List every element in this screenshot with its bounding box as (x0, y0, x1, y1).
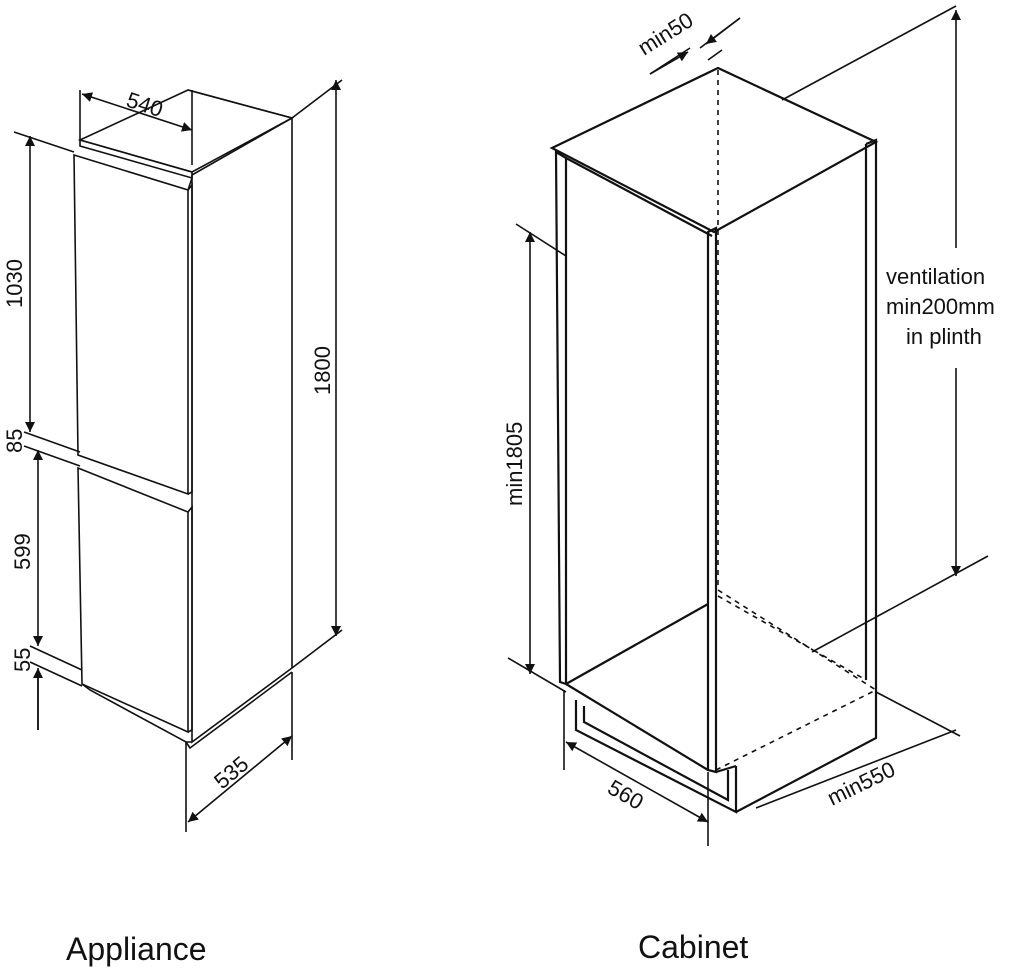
cabinet-right-panel (865, 138, 878, 690)
appliance-drawing: 540 1800 1030 85 599 55 535 Appliance (2, 79, 343, 967)
appliance-plinth-label: 55 (10, 648, 35, 672)
appliance-top-face (77, 89, 295, 173)
cabinet-depth-label: min550 (823, 756, 899, 810)
cabinet-height-label: min1805 (502, 422, 527, 506)
cabinet-caption: Cabinet (638, 929, 748, 965)
appliance-upper-door-label: 1030 (2, 259, 27, 308)
cabinet-width-label: 560 (604, 775, 648, 815)
cabinet-left-panel (554, 150, 568, 686)
appliance-depth-label: 535 (209, 751, 253, 794)
cabinet-drawing: min50 ventilation min200mm in plinth min… (502, 5, 995, 965)
ventilation-line-3: in plinth (906, 324, 982, 349)
appliance-caption: Appliance (66, 931, 207, 967)
appliance-gap-label: 85 (2, 429, 27, 453)
appliance-upper-door (73, 153, 189, 496)
cabinet-front-edge (706, 226, 718, 774)
cabinet-top-face (549, 66, 879, 234)
appliance-top-edge (79, 138, 193, 180)
appliance-side-panel (191, 116, 293, 744)
appliance-lower-door-label: 599 (10, 533, 35, 570)
cabinet-base (565, 603, 709, 685)
appliance-height-label: 1800 (310, 346, 335, 395)
ventilation-line-1: ventilation (886, 264, 985, 289)
ventilation-line-2: min200mm (886, 294, 995, 319)
